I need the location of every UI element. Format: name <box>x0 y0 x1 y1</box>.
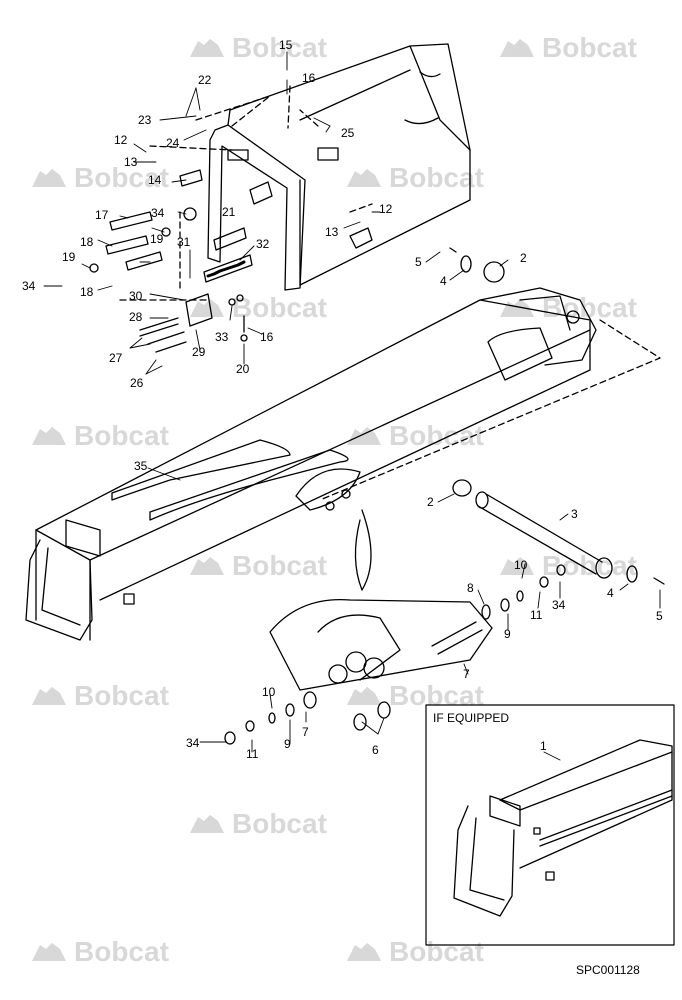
callout-25: 25 <box>341 126 355 140</box>
inset-boom <box>453 739 673 917</box>
callout-2: 2 <box>427 495 434 509</box>
bobcat-logo-icon <box>498 553 536 579</box>
callout-30: 30 <box>129 289 143 303</box>
callout-24: 24 <box>166 136 180 150</box>
bobcat-logo-icon <box>30 423 68 449</box>
callout-35: 35 <box>134 459 148 473</box>
callout-33: 33 <box>215 330 229 344</box>
document-id: SPC001128 <box>576 963 640 977</box>
bobcat-logo-icon <box>498 295 536 321</box>
callout-5: 5 <box>656 609 663 623</box>
callout-15: 15 <box>279 38 293 52</box>
callout-31: 31 <box>177 235 191 249</box>
callout-3: 3 <box>571 507 578 521</box>
callout-22: 22 <box>198 73 212 87</box>
callout-19: 19 <box>150 232 164 246</box>
watermark: Bobcat <box>188 32 327 64</box>
boom-tip-handle <box>25 519 135 641</box>
watermark: Bobcat <box>30 680 169 712</box>
bobcat-logo-icon <box>498 35 536 61</box>
leader-lines <box>43 51 661 761</box>
upper-boom-section <box>229 43 471 286</box>
callout-4: 4 <box>607 586 614 600</box>
callout-19: 19 <box>62 250 76 264</box>
boom-pin-detail <box>224 564 566 745</box>
fastener-group <box>139 293 248 353</box>
bobcat-logo-icon <box>30 683 68 709</box>
pivot-shaft <box>449 247 665 585</box>
bobcat-logo-icon <box>345 165 383 191</box>
callout-4: 4 <box>440 274 447 288</box>
callout-27: 27 <box>109 351 123 365</box>
hanger-bracket <box>207 109 339 291</box>
callout-11: 11 <box>246 747 259 761</box>
inset-frame <box>425 704 675 946</box>
terminal-strip <box>203 254 253 283</box>
callout-12: 12 <box>379 202 393 216</box>
callout-34: 34 <box>552 598 566 612</box>
callout-28: 28 <box>129 310 143 324</box>
callout-9: 9 <box>504 627 511 641</box>
watermark: Bobcat <box>30 162 169 194</box>
watermark: Bobcat <box>188 292 327 324</box>
watermark: Bobcat <box>345 420 484 452</box>
bobcat-logo-icon <box>188 553 226 579</box>
watermark: Bobcat <box>30 420 169 452</box>
boom-hinge-end <box>479 287 597 381</box>
callout-34: 34 <box>186 736 200 750</box>
callout-29: 29 <box>192 345 206 359</box>
callout-10: 10 <box>262 685 276 699</box>
watermark: Bobcat <box>188 808 327 840</box>
callout-13: 13 <box>325 225 339 239</box>
callout-17: 17 <box>95 208 109 222</box>
bobcat-logo-icon <box>188 295 226 321</box>
watermark: Bobcat <box>345 936 484 968</box>
callout-34: 34 <box>22 279 36 293</box>
callout-6: 6 <box>372 743 379 757</box>
callout-18: 18 <box>80 235 94 249</box>
bobcat-logo-icon <box>345 683 383 709</box>
watermark: Bobcat <box>498 32 637 64</box>
watermark: Bobcat <box>188 550 327 582</box>
callout-11: 11 <box>530 608 543 622</box>
watermark: Bobcat <box>345 680 484 712</box>
bobcat-logo-icon <box>188 811 226 837</box>
callout-18: 18 <box>80 285 94 299</box>
callout-21: 21 <box>222 205 236 219</box>
watermark: Bobcat <box>345 162 484 194</box>
callout-10: 10 <box>514 558 528 572</box>
callout-7: 7 <box>302 725 309 739</box>
bobcat-logo-icon <box>188 35 226 61</box>
bobcat-logo-icon <box>30 939 68 965</box>
bobcat-logo-icon <box>345 939 383 965</box>
callout-32: 32 <box>256 237 270 251</box>
bobcat-logo-icon <box>345 423 383 449</box>
watermark: Bobcat <box>30 936 169 968</box>
callout-2: 2 <box>520 251 527 265</box>
detail-arrow <box>354 509 372 591</box>
callout-26: 26 <box>130 376 144 390</box>
callout-14: 14 <box>148 173 162 187</box>
callout-12: 12 <box>114 133 128 147</box>
assembly-guide-lines <box>119 85 661 501</box>
callout-8: 8 <box>467 581 474 595</box>
callout-13: 13 <box>124 155 138 169</box>
callout-16: 16 <box>302 71 316 85</box>
callout-23: 23 <box>138 113 152 127</box>
callout-9: 9 <box>284 737 291 751</box>
callout-34: 34 <box>151 206 165 220</box>
callout-20: 20 <box>236 362 250 376</box>
inset-label: IF EQUIPPED <box>433 711 510 725</box>
callout-5: 5 <box>415 255 422 269</box>
callout-7: 7 <box>463 667 470 681</box>
bobcat-logo-icon <box>30 165 68 191</box>
callout-16: 16 <box>260 330 274 344</box>
callout-1: 1 <box>540 739 547 753</box>
